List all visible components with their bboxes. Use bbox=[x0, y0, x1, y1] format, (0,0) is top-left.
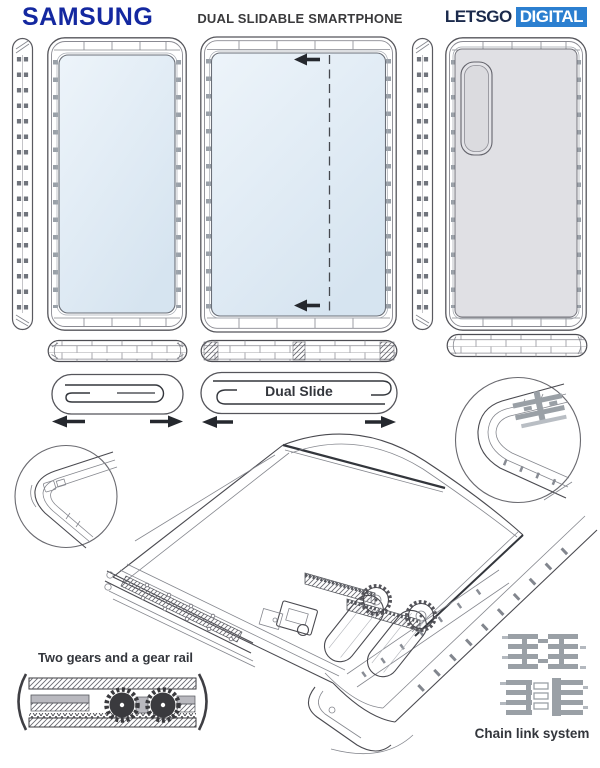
roller-2-gear-cap bbox=[405, 600, 437, 632]
expand-arrow-left bbox=[202, 416, 233, 428]
letsgodigital-logo: LETSGO DIGITAL bbox=[445, 7, 587, 27]
letsgo-text: LETSGO bbox=[444, 7, 512, 26]
gear-rail-diagram bbox=[17, 673, 208, 731]
top-view-extended bbox=[200, 339, 398, 363]
rail-screws bbox=[140, 582, 234, 642]
cross-section-dual-slide bbox=[200, 371, 398, 428]
motor-block bbox=[258, 600, 318, 637]
page-title: DUAL SLIDABLE SMARTPHONE bbox=[197, 11, 403, 26]
chain-label: Chain link system bbox=[474, 726, 590, 741]
expand-arrow-right bbox=[365, 416, 396, 428]
phone-back-view bbox=[445, 37, 587, 331]
phone-front-extended bbox=[200, 36, 397, 333]
samsung-logo: SAMSUNG bbox=[22, 3, 154, 31]
corner-detail-circle-left bbox=[14, 444, 118, 549]
gear-1 bbox=[104, 687, 140, 723]
gear-2 bbox=[145, 687, 181, 723]
chain-rail-links bbox=[512, 390, 567, 429]
side-view-strip-left bbox=[11, 37, 34, 331]
top-view-back bbox=[446, 333, 588, 358]
top-view-closed bbox=[47, 339, 188, 363]
cross-section-closed bbox=[51, 373, 184, 428]
display-extended bbox=[210, 52, 387, 317]
slide-arrow-top bbox=[294, 53, 320, 66]
expand-arrow-right bbox=[150, 415, 183, 428]
chain-link-diagram-2 bbox=[500, 678, 588, 716]
gears-label: Two gears and a gear rail bbox=[37, 650, 194, 665]
chain-link-diagram-1 bbox=[502, 634, 586, 669]
roller-1-gear-cap bbox=[360, 584, 392, 616]
side-view-strip-right bbox=[411, 37, 434, 331]
dual-slide-label: Dual Slide bbox=[265, 383, 333, 399]
mechanism-perspective-drawing bbox=[104, 433, 598, 755]
corner-detail-circle-right bbox=[454, 376, 582, 504]
phone-front-closed bbox=[47, 37, 187, 331]
expand-arrow-left bbox=[52, 415, 85, 428]
roller-1 bbox=[323, 594, 385, 663]
digital-badge: DIGITAL bbox=[515, 7, 587, 27]
display-closed bbox=[58, 54, 176, 314]
slide-arrow-bottom bbox=[294, 299, 320, 312]
chain-link-diagrams bbox=[500, 634, 588, 716]
